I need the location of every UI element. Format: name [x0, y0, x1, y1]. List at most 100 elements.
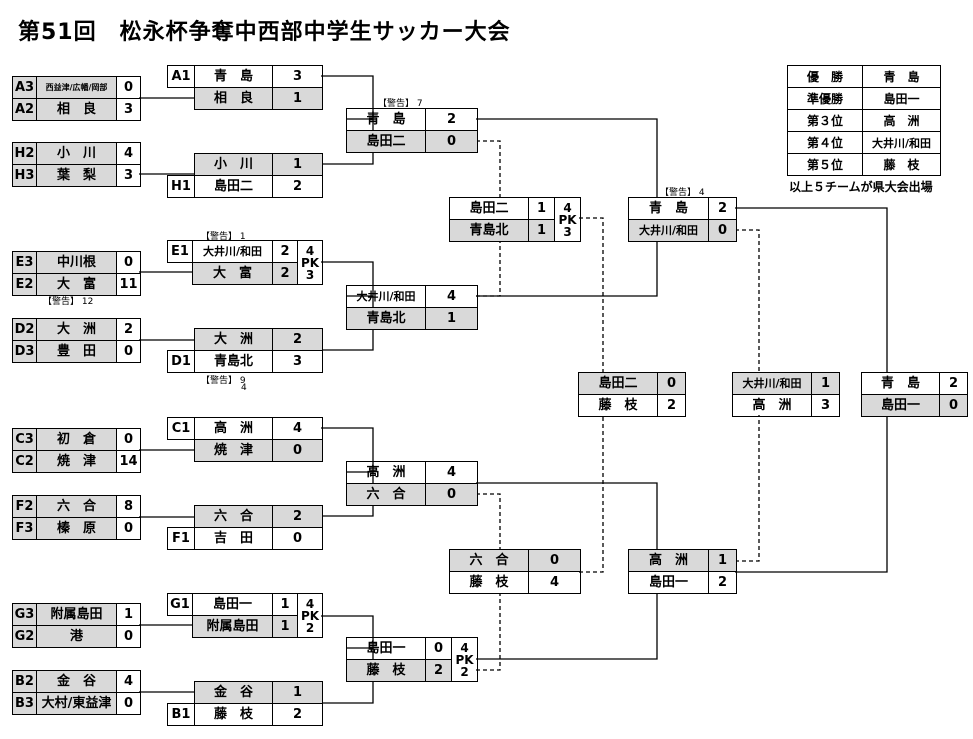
table-row: 附属島田 1	[167, 615, 323, 638]
sf-match-2: 高 洲 1 島田一 2	[628, 549, 737, 594]
table-row: 大井川/和田 1	[732, 372, 840, 395]
team-name: 六 合	[449, 549, 529, 572]
table-row: D1 青島北 3	[167, 350, 323, 373]
team-name: 小 川	[36, 142, 117, 165]
team-code: E1	[167, 240, 193, 263]
team-score: 3	[272, 350, 323, 373]
team-name: 大村/東益津	[36, 692, 117, 715]
team-name: 青島北	[346, 307, 426, 330]
team-score: 4	[425, 461, 478, 484]
team-score: 2	[272, 505, 323, 528]
team-code: H1	[167, 175, 195, 198]
r1-match-d: D2 大 洲 2 D3 豊 田 0	[12, 318, 141, 363]
team-name: 青 島	[346, 108, 426, 131]
team-code	[167, 615, 193, 638]
loser-match-1: 島田二 1 4 PK 3 青島北 1	[449, 197, 581, 242]
team-code: A1	[167, 65, 195, 88]
r2-match-1: A1 青 島 3 相 良 1	[167, 65, 323, 110]
team-score: 11	[116, 273, 141, 296]
team-name: 島田二	[346, 130, 426, 153]
pk-score: 4 PK 3	[297, 240, 323, 285]
team-name: 藤 枝	[346, 659, 426, 682]
team-score: 1	[272, 87, 323, 110]
table-row: 第５位藤 枝	[787, 153, 941, 176]
team-code: F2	[12, 495, 37, 518]
team-score: 3	[811, 394, 840, 417]
team-score: 1	[272, 681, 323, 704]
table-row: E2 大 富 11	[12, 273, 141, 296]
team-score: 3	[116, 164, 141, 187]
team-score: 4	[116, 670, 141, 693]
team-name: 小 川	[194, 153, 273, 176]
team-score: 3	[116, 98, 141, 121]
team-score: 2	[708, 197, 737, 220]
team-name: 相 良	[36, 98, 117, 121]
dashed-lines	[476, 140, 760, 671]
table-row: E3 中川根 0	[12, 251, 141, 274]
table-row: 六 合 2	[167, 505, 323, 528]
table-row: E1 大井川/和田 2 4 PK 3	[167, 240, 323, 285]
team-name: 焼 津	[194, 439, 273, 462]
table-row: 第４位大井川/和田	[787, 131, 941, 154]
team-code	[167, 153, 195, 176]
team-code	[167, 681, 195, 704]
team-code: G2	[12, 625, 37, 648]
table-row: 六 合 0	[346, 483, 478, 506]
team-name: 藤 枝	[194, 703, 273, 726]
table-row: 六 合 0	[449, 549, 581, 572]
team-name: 青 島	[628, 197, 709, 220]
team-name: 青島北	[449, 219, 529, 242]
results-note: 以上５チームが県大会出場	[789, 180, 933, 194]
rank-team: 藤 枝	[862, 153, 941, 176]
third-place-match: 大井川/和田 1 高 洲 3	[732, 372, 840, 417]
team-code: E2	[12, 273, 37, 296]
team-code: F3	[12, 517, 37, 540]
team-score: 1	[272, 615, 298, 638]
table-row: 高 洲 4	[346, 461, 478, 484]
team-name: 青島北	[194, 350, 273, 373]
table-row: A1 青 島 3	[167, 65, 323, 88]
team-code: H3	[12, 164, 37, 187]
r2-match-4: 大 洲 2 D1 青島北 3	[167, 328, 323, 373]
r1-match-e: E3 中川根 0 E2 大 富 11	[12, 251, 141, 296]
team-score: 2	[272, 240, 298, 263]
team-score: 2	[425, 108, 478, 131]
team-score: 0	[425, 130, 478, 153]
team-score: 2	[272, 328, 323, 351]
table-row: 第３位高 洲	[787, 109, 941, 132]
team-code: C1	[167, 417, 195, 440]
r2-match-6: 六 合 2 F1 吉 田 0	[167, 505, 323, 550]
pk-score: 4 PK 2	[451, 637, 478, 682]
table-row: 焼 津 0	[167, 439, 323, 462]
team-name: 相 良	[194, 87, 273, 110]
rank-team: 島田一	[862, 87, 941, 110]
table-row: 青 島 2	[346, 108, 478, 131]
team-score: 0	[708, 219, 737, 242]
table-row: 青 島 2	[628, 197, 737, 220]
warning-note: 【警告】 1	[201, 232, 246, 242]
sf-match-1: 青 島 2 大井川/和田 0	[628, 197, 737, 242]
warning-note: 【警告】 7	[378, 99, 423, 109]
team-name: 初 倉	[36, 428, 117, 451]
team-code: F1	[167, 527, 195, 550]
table-row: 島田二 1 4 PK 3	[449, 197, 581, 242]
team-score: 1	[528, 197, 555, 220]
team-code: G1	[167, 593, 193, 616]
team-name: 西益津/広幡/岡部	[36, 76, 117, 99]
pk-score: 4 PK 3	[554, 197, 581, 242]
team-name: 青 島	[194, 65, 273, 88]
team-name: 附属島田	[36, 603, 117, 626]
team-code: B3	[12, 692, 37, 715]
qf-match-4: 島田一 0 4 PK 2 藤 枝 2	[346, 637, 478, 682]
table-row: F2 六 合 8	[12, 495, 141, 518]
table-row: 藤 枝 4	[449, 571, 581, 594]
team-score: 0	[116, 625, 141, 648]
team-score: 4	[116, 142, 141, 165]
team-score: 1	[116, 603, 141, 626]
team-name: 六 合	[36, 495, 117, 518]
team-score: 0	[272, 527, 323, 550]
r2-match-8: 金 谷 1 B1 藤 枝 2	[167, 681, 323, 726]
team-code: C3	[12, 428, 37, 451]
table-row: B2 金 谷 4	[12, 670, 141, 693]
team-name: 高 洲	[628, 549, 709, 572]
